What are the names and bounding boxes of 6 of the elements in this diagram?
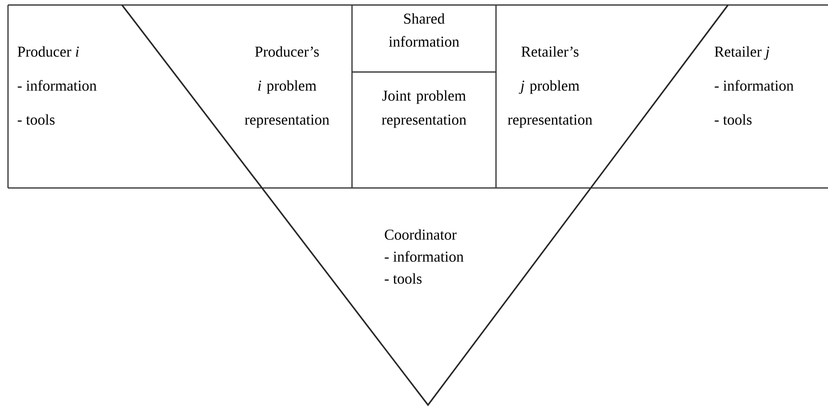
cell-text: Producer i - information - tools: [18, 46, 97, 125]
cell-text: Retailerj - information - tools: [714, 46, 794, 125]
cell-text: Retailer’s j problem representation: [508, 46, 592, 128]
cell-text: Producer’s i problem representation: [244, 46, 330, 128]
cell-text: Shared information: [388, 13, 460, 47]
cell-text: Joint problem representation: [382, 90, 466, 128]
